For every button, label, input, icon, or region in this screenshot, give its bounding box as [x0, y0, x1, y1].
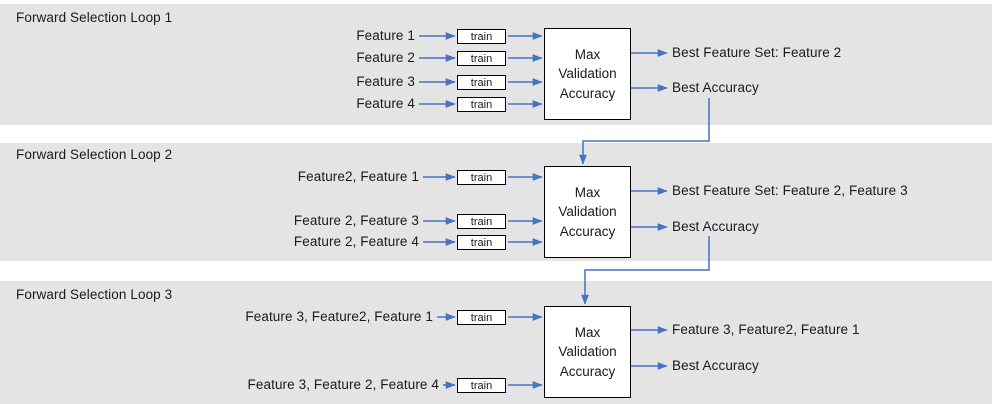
loop-1-train-box-4[interactable]: train: [457, 97, 506, 112]
mva-line-1: Max: [574, 325, 601, 341]
loop-1-train-box-2[interactable]: train: [457, 51, 506, 66]
loop-3-max-validation-accuracy-box[interactable]: Max Validation Accuracy: [544, 306, 631, 398]
loop-3-input-label-2: Feature 3, Feature 2, Feature 4: [247, 377, 439, 392]
mva-line-2: Validation: [558, 204, 617, 220]
loop-1-input-label-4: Feature 4: [356, 96, 415, 111]
loop-3-output-label-1: Feature 3, Feature2, Feature 1: [672, 322, 860, 337]
mva-line-1: Max: [574, 47, 601, 63]
loop-1-input-label-3: Feature 3: [356, 74, 415, 89]
loop-1-title: Forward Selection Loop 1: [16, 10, 173, 25]
loop-2-train-box-1[interactable]: train: [457, 170, 506, 185]
mva-line-3: Accuracy: [559, 363, 616, 379]
loop-2-output-label-2: Best Accuracy: [672, 219, 759, 234]
mva-line-2: Validation: [558, 66, 617, 82]
loop-1-train-box-1[interactable]: train: [457, 29, 506, 44]
loop-1-train-box-3[interactable]: train: [457, 75, 506, 90]
loop-1-output-label-2: Best Accuracy: [672, 80, 759, 95]
mva-line-1: Max: [574, 185, 601, 201]
mva-line-3: Accuracy: [559, 223, 616, 239]
loop-1-max-validation-accuracy-box[interactable]: Max Validation Accuracy: [544, 28, 631, 120]
loop-2-input-label-1: Feature2, Feature 1: [297, 169, 419, 184]
loop-3-train-box-2[interactable]: train: [457, 378, 506, 393]
loop-1-input-label-2: Feature 2: [356, 50, 415, 65]
loop-2-title: Forward Selection Loop 2: [16, 147, 173, 162]
loop-1-output-label-1: Best Feature Set: Feature 2: [672, 45, 842, 60]
loop-3-title: Forward Selection Loop 3: [16, 287, 173, 302]
mva-line-3: Accuracy: [559, 85, 616, 101]
loop-1-input-label-1: Feature 1: [356, 28, 415, 43]
loop-3-output-label-2: Best Accuracy: [672, 358, 759, 373]
mva-line-2: Validation: [558, 344, 617, 360]
loop-2-output-label-1: Best Feature Set: Feature 2, Feature 3: [672, 183, 908, 198]
loop-2-train-box-2[interactable]: train: [457, 214, 506, 229]
loop-2-input-label-3: Feature 2, Feature 4: [293, 234, 419, 249]
loop-3-train-box-1[interactable]: train: [457, 310, 506, 325]
loop-2-max-validation-accuracy-box[interactable]: Max Validation Accuracy: [544, 166, 631, 258]
loop-2-input-label-2: Feature 2, Feature 3: [293, 213, 419, 228]
loop-3-input-label-1: Feature 3, Feature2, Feature 1: [245, 309, 433, 324]
loop-2-train-box-3[interactable]: train: [457, 235, 506, 250]
